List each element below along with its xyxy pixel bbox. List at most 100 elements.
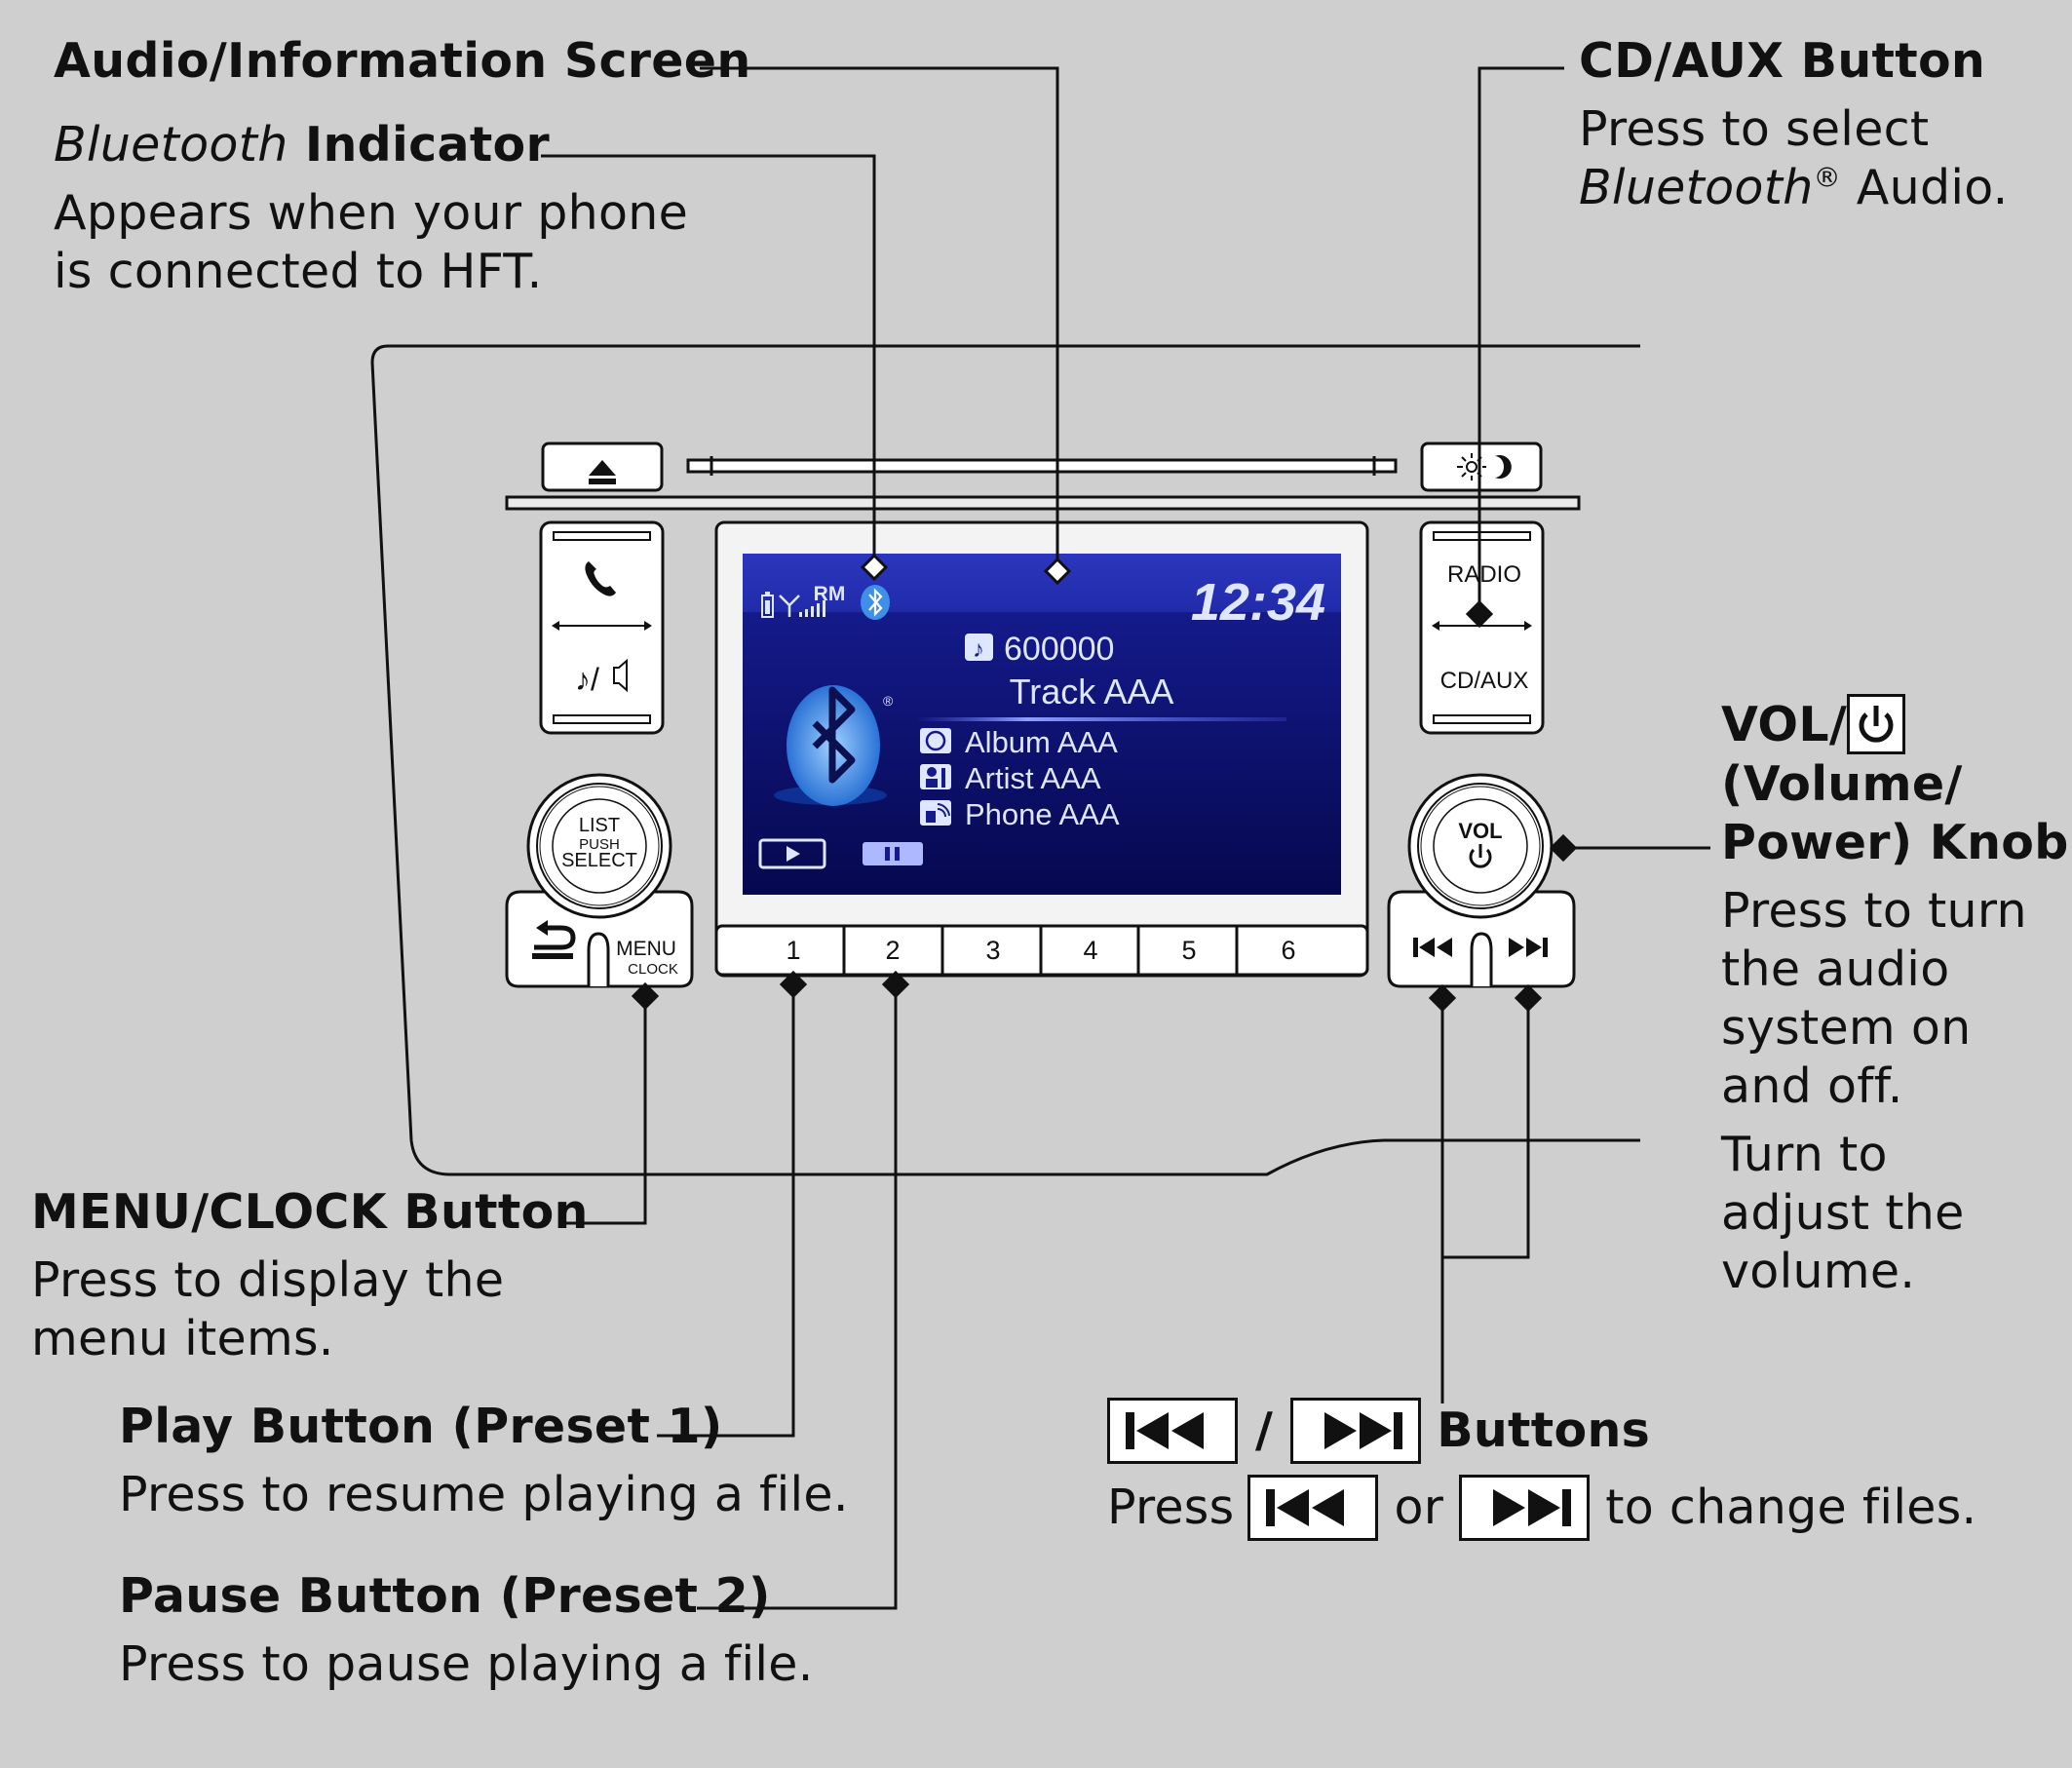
- power-box-icon: [1847, 693, 1906, 754]
- skip-title-rest: Buttons: [1437, 1403, 1651, 1458]
- play-title: Play Button (Preset 1): [119, 1399, 723, 1454]
- menu-clock-desc-1: Press to display the: [31, 1252, 505, 1308]
- skip-desc-or: or: [1394, 1480, 1444, 1535]
- signal-icon: [779, 595, 825, 617]
- skip-forward-box-icon: [1290, 1398, 1422, 1464]
- vol-desc-4: and off.: [1721, 1058, 1903, 1114]
- bluetooth-indicator-title-rest: Indicator: [288, 117, 550, 173]
- vol-desc-6: adjust the: [1721, 1185, 1965, 1241]
- svg-text:♪: ♪: [973, 636, 984, 663]
- registered-mark: ®: [883, 693, 894, 709]
- bluetooth-indicator-desc-1: Appears when your phone: [54, 185, 689, 241]
- cd-aux-desc-2: Bluetooth® Audio.: [1579, 158, 2009, 218]
- phone-small-icon: [920, 800, 951, 826]
- list-push-select-knob[interactable]: LIST PUSH SELECT: [526, 773, 672, 919]
- eject-icon: [589, 460, 616, 484]
- bluetooth-indicator-desc-2: is connected to HFT.: [54, 244, 543, 299]
- pause-icon: [863, 842, 923, 865]
- track-name: Track AAA: [1010, 672, 1174, 711]
- preset-label: 6: [1281, 936, 1295, 965]
- vol-desc-7: volume.: [1721, 1244, 1916, 1299]
- bluetooth-icon: ®: [774, 685, 894, 806]
- preset-label: 2: [885, 936, 900, 965]
- cd-aux-desc-rest: Audio.: [1840, 160, 2009, 215]
- preset-label: 4: [1083, 936, 1097, 965]
- skip-button-group: [1387, 890, 1576, 988]
- phone-icon: [585, 561, 616, 596]
- artist-name: Artist AAA: [965, 761, 1101, 795]
- left-button-column: ♪/: [539, 520, 665, 735]
- artist-icon: [920, 764, 951, 789]
- preset-label: 5: [1181, 936, 1196, 965]
- knob-label-list: LIST: [579, 815, 620, 836]
- vol-knob-label: VOL: [1458, 819, 1502, 843]
- pause-title: Pause Button (Preset 2): [119, 1568, 771, 1624]
- vol-title-3: Power) Knob: [1721, 815, 2069, 870]
- radio-button-label: RADIO: [1447, 561, 1521, 588]
- music-volume-button[interactable]: ♪/: [546, 630, 658, 711]
- radio-button[interactable]: RADIO: [1447, 561, 1521, 588]
- vol-desc-5: Turn to: [1721, 1127, 1888, 1182]
- menu-button-label: MENU: [616, 938, 676, 960]
- cd-aux-button-label: CD/AUX: [1440, 668, 1529, 694]
- preset-button-2[interactable]: 2: [885, 936, 900, 965]
- knob-label-select: SELECT: [561, 850, 637, 871]
- svg-text:♪/: ♪/: [575, 662, 599, 697]
- vol-title-2: (Volume/: [1721, 756, 1963, 812]
- eject-button[interactable]: [541, 442, 664, 492]
- track-divider: [916, 717, 1286, 721]
- folder-icon: ♪: [965, 634, 993, 663]
- back-button[interactable]: [532, 920, 576, 959]
- music-volume-icon: ♪/: [575, 658, 628, 697]
- folder-name: 600000: [1004, 631, 1114, 668]
- audio-information-screen: RM 12:34 ® ♪ 600000 Track AAA: [743, 554, 1341, 895]
- power-icon: [1469, 844, 1492, 868]
- preset-button-6[interactable]: 6: [1281, 936, 1295, 965]
- skip-back-button[interactable]: [1413, 938, 1452, 957]
- cd-aux-desc-1: Press to select: [1579, 101, 1930, 157]
- right-button-column: RADIO CD/AUX: [1419, 520, 1545, 735]
- phone-button[interactable]: [546, 546, 658, 622]
- vol-power-knob[interactable]: VOL: [1407, 773, 1554, 919]
- preset-button-row: 1 2 3 4 5 6: [714, 924, 1369, 977]
- vol-desc-1: Press to turn: [1721, 883, 2027, 939]
- bluetooth-indicator-icon: [861, 585, 890, 620]
- cd-aux-title: CD/AUX Button: [1579, 33, 1986, 89]
- day-night-button[interactable]: [1420, 442, 1543, 492]
- skip-desc-rest: to change files.: [1605, 1480, 1977, 1535]
- skip-desc: Press or to change files.: [1107, 1474, 1976, 1542]
- preset-button-5[interactable]: 5: [1181, 936, 1196, 965]
- vol-title-1: VOL/: [1721, 693, 1906, 755]
- preset-label: 1: [786, 936, 800, 965]
- vol-desc-2: the audio: [1721, 942, 1950, 997]
- play-desc: Press to resume playing a file.: [119, 1467, 849, 1522]
- leader-diamonds: [631, 553, 1578, 1013]
- bluetooth-indicator-title: Bluetooth Indicator: [54, 115, 550, 175]
- vol-title-prefix: VOL/: [1721, 697, 1848, 752]
- cd-slot: [686, 456, 1398, 476]
- play-icon: [758, 838, 826, 869]
- skip-slash: /: [1255, 1403, 1274, 1458]
- audio-screen-title: Audio/Information Screen: [54, 33, 751, 89]
- pause-desc: Press to pause playing a file.: [119, 1636, 814, 1692]
- bluetooth-indicator-title-italic: Bluetooth: [54, 117, 288, 173]
- preset-button-4[interactable]: 4: [1083, 936, 1097, 965]
- preset-button-3[interactable]: 3: [985, 936, 1000, 965]
- leader-lines: [541, 66, 1710, 1610]
- menu-clock-button[interactable]: MENU CLOCK: [616, 938, 678, 978]
- skip-forward-box-icon: [1459, 1475, 1591, 1541]
- phone-name: Phone AAA: [965, 797, 1120, 831]
- skip-back-icon: [1413, 938, 1452, 957]
- preset-button-1[interactable]: 1: [786, 936, 800, 965]
- cd-aux-desc-italic: Bluetooth: [1579, 160, 1814, 215]
- album-name: Album AAA: [965, 725, 1118, 759]
- skip-title: / Buttons: [1107, 1397, 1650, 1465]
- screen-clock: 12:34: [1191, 573, 1325, 632]
- menu-clock-desc-2: menu items.: [31, 1311, 334, 1366]
- back-menu-button-group: MENU CLOCK: [505, 890, 694, 988]
- skip-forward-button[interactable]: [1509, 938, 1548, 957]
- skip-forward-icon: [1509, 938, 1548, 957]
- cd-aux-button[interactable]: CD/AUX: [1440, 668, 1529, 694]
